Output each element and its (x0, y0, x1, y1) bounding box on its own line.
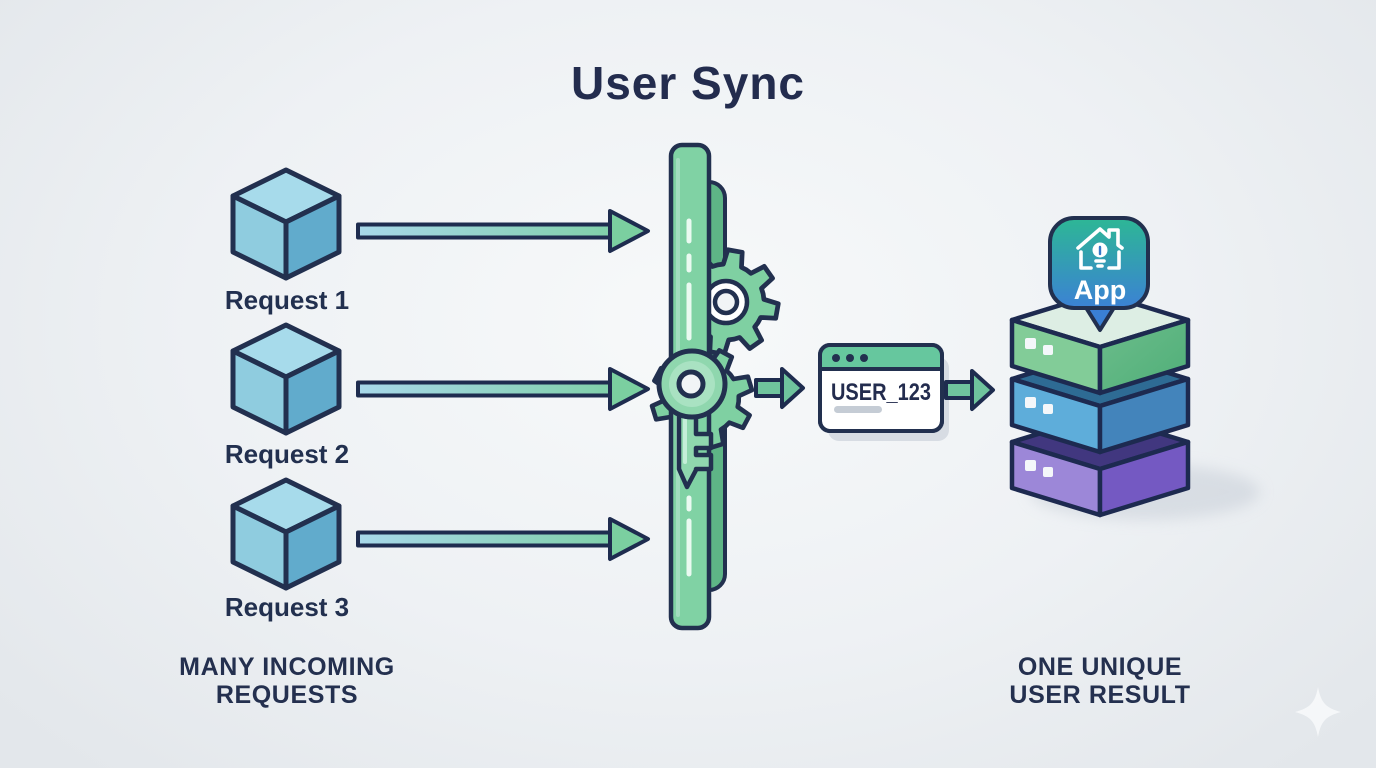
caption-right-line2: USER RESULT (1009, 681, 1190, 709)
gate-output-arrow-icon (754, 367, 805, 409)
request-label-1: Request 1 (225, 285, 349, 315)
user-id-text: USER_123 (831, 379, 931, 406)
request-label-3: Request 3 (225, 592, 349, 622)
caption-left: MANY INCOMING REQUESTS (179, 653, 395, 709)
request-arrow-3-icon (356, 517, 650, 561)
request-group-1: Request 1 (225, 170, 349, 315)
request-group-2: Request 2 (225, 325, 349, 469)
request-cube-3-icon (233, 480, 339, 588)
request-cube-2-icon (233, 325, 339, 433)
request-arrow-2-icon (356, 367, 650, 411)
window-dots-icon (832, 354, 868, 362)
caption-right-line1: ONE UNIQUE (1018, 653, 1182, 681)
card-output-arrow-icon (944, 369, 995, 411)
caption-right: ONE UNIQUE USER RESULT (1009, 653, 1190, 709)
request-cube-1-icon (233, 170, 339, 278)
request-group-3: Request 3 (225, 480, 349, 622)
result-stack: App (1009, 216, 1260, 520)
caption-left-line1: MANY INCOMING (179, 653, 395, 681)
sync-gate (634, 142, 786, 631)
app-badge-label: App (1074, 275, 1126, 305)
key-icon (656, 348, 728, 490)
user-card-underline (834, 406, 882, 413)
request-label-2: Request 2 (225, 439, 349, 469)
request-arrow-1-icon (356, 209, 650, 253)
app-badge-body (1048, 216, 1150, 310)
page-title: User Sync (571, 57, 805, 109)
gear-hub-inner (712, 288, 740, 316)
user-card-header (820, 345, 942, 369)
caption-left-line2: REQUESTS (216, 681, 358, 709)
user-card: USER_123 (818, 343, 949, 441)
house-icon (1076, 227, 1124, 270)
app-badge: App (1048, 216, 1150, 332)
sparkle-icon (1295, 687, 1341, 737)
